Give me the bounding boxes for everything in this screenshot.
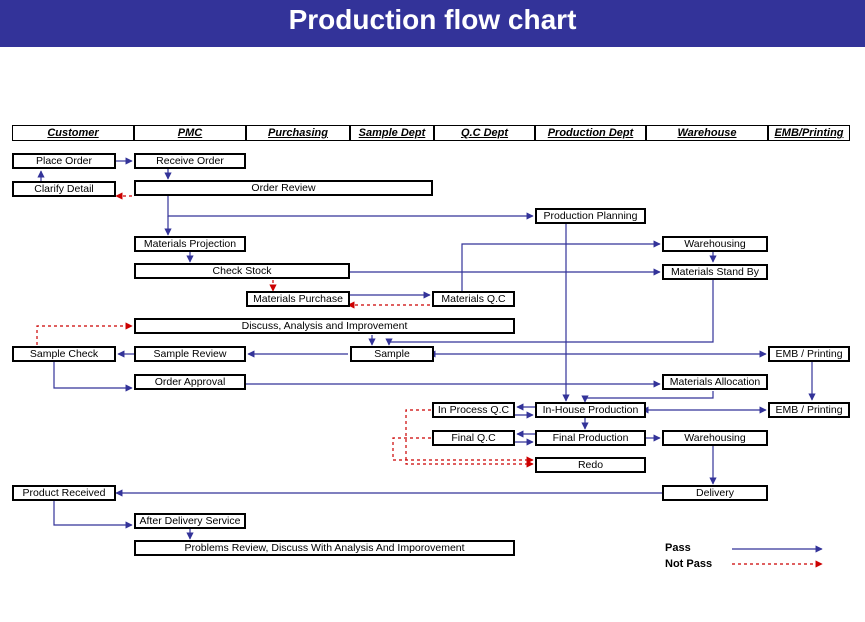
box-materials-purchase: Materials Purchase bbox=[246, 291, 350, 307]
box-check-stock: Check Stock bbox=[134, 263, 350, 279]
box-emb-printing: EMB / Printing bbox=[768, 346, 850, 362]
box-materials-qc: Materials Q.C bbox=[432, 291, 515, 307]
box-after-delivery-service: After Delivery Service bbox=[134, 513, 246, 529]
box-problems-review: Problems Review, Discuss With Analysis A… bbox=[134, 540, 515, 556]
lane-header-customer: Customer bbox=[12, 125, 134, 141]
lane-header-purchasing: Purchasing bbox=[246, 125, 350, 141]
box-in-process-qc: In Process Q.C bbox=[432, 402, 515, 418]
edge-product-received-after-delivery bbox=[53, 501, 133, 529]
box-emb-printing-2: EMB / Printing bbox=[768, 402, 850, 418]
legend-not-pass-label: Not Pass bbox=[665, 558, 713, 570]
lane-header-pmc: PMC bbox=[134, 125, 246, 141]
box-delivery: Delivery bbox=[662, 485, 768, 501]
box-discuss-analysis: Discuss, Analysis and Improvement bbox=[134, 318, 515, 334]
box-in-house-production: In-House Production bbox=[535, 402, 646, 418]
box-place-order: Place Order bbox=[12, 153, 116, 169]
lane-header-production-dept: Production Dept bbox=[535, 125, 646, 141]
box-materials-stand-by: Materials Stand By bbox=[662, 264, 768, 280]
box-materials-projection: Materials Projection bbox=[134, 236, 246, 252]
page-title: Production flow chart bbox=[288, 4, 577, 35]
box-clarify-detail: Clarify Detail bbox=[12, 181, 116, 197]
edge-in-process-qc-redo-not-pass bbox=[405, 409, 534, 468]
box-materials-allocation: Materials Allocation bbox=[662, 374, 768, 390]
edge-order-review-production-planning bbox=[167, 196, 534, 220]
box-order-review: Order Review bbox=[134, 180, 433, 196]
box-order-approval: Order Approval bbox=[134, 374, 246, 390]
box-production-planning: Production Planning bbox=[535, 208, 646, 224]
edge-materials-stand-by-sample bbox=[385, 280, 714, 346]
box-sample-check: Sample Check bbox=[12, 346, 116, 362]
lane-header-emb-printing: EMB/Printing bbox=[768, 125, 850, 141]
box-sample-review: Sample Review bbox=[134, 346, 246, 362]
edge-materials-allocation-in-house bbox=[581, 391, 714, 403]
edge-sample-check-discuss-not-pass bbox=[36, 322, 133, 345]
edge-final-qc-redo-not-pass bbox=[392, 437, 534, 464]
lane-header-warehouse: Warehouse bbox=[646, 125, 768, 141]
box-warehousing-2: Warehousing bbox=[662, 430, 768, 446]
box-final-production: Final Production bbox=[535, 430, 646, 446]
box-receive-order: Receive Order bbox=[134, 153, 246, 169]
title-bar: Production flow chart bbox=[0, 0, 865, 47]
edge-materials-qc-warehousing bbox=[461, 240, 661, 291]
lane-header-qc-dept: Q.C Dept bbox=[434, 125, 535, 141]
box-final-qc: Final Q.C bbox=[432, 430, 515, 446]
box-warehousing: Warehousing bbox=[662, 236, 768, 252]
box-redo: Redo bbox=[535, 457, 646, 473]
legend-pass-label: Pass bbox=[665, 542, 691, 554]
box-product-received: Product Received bbox=[12, 485, 116, 501]
lane-header-sample-dept: Sample Dept bbox=[350, 125, 434, 141]
box-sample: Sample bbox=[350, 346, 434, 362]
edge-sample-check-order-approval bbox=[53, 362, 133, 392]
